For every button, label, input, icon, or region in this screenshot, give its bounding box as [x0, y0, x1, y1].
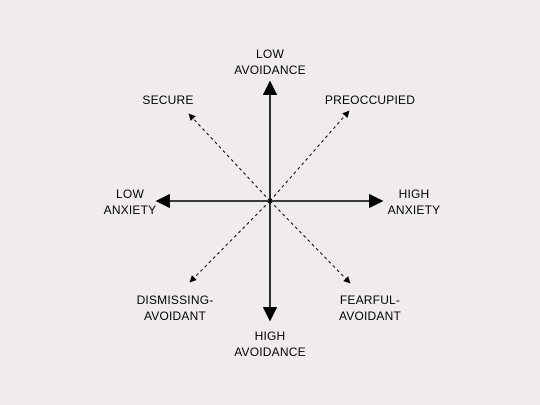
- dismissing-avoidant-diagonal: [189, 200, 271, 283]
- high-anxiety-label: HIGH ANXIETY: [387, 187, 441, 217]
- fearful-avoidant-diagonal: [269, 200, 351, 284]
- preoccupied-diagonal: [269, 110, 350, 202]
- high-avoidance-label: HIGH AVOIDANCE: [234, 329, 306, 359]
- dismissing-avoidant-label: DISMISSING- AVOIDANT: [136, 293, 214, 323]
- low-avoidance-label: LOW AVOIDANCE: [234, 47, 306, 77]
- low-anxiety-label: LOW ANXIETY: [103, 187, 157, 217]
- secure-label: SECURE: [142, 93, 194, 107]
- preoccupied-label: PREOCCUPIED: [324, 93, 416, 107]
- secure-diagonal: [188, 113, 271, 202]
- fearful-avoidant-label: FEARFUL- AVOIDANT: [338, 293, 402, 323]
